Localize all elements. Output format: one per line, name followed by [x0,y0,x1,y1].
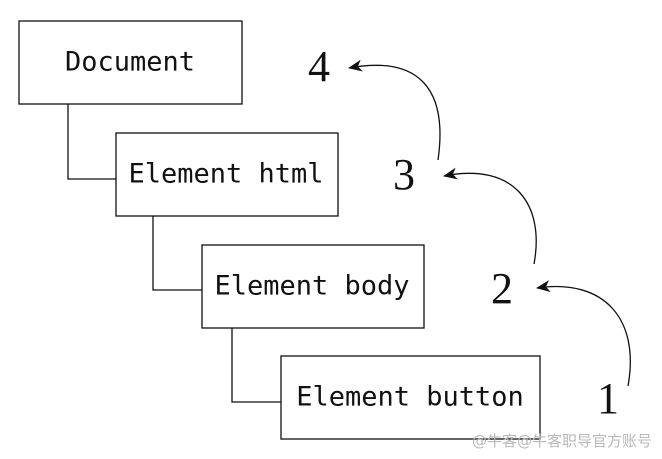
arrow-step-1-to-2 [536,280,631,387]
node-element-html: Element html [115,132,339,217]
watermark-text: @牛客@牛客职导官方账号 [472,432,652,450]
node-element-body: Element body [201,244,425,329]
node-document-label: Document [65,47,195,78]
connector-document-html [67,104,116,180]
step-label-2: 2 [491,264,513,313]
arrow-step-2-to-3 [443,167,537,265]
node-element-body-label: Element body [214,271,409,302]
step-label-4: 4 [308,42,330,91]
node-element-html-label: Element html [128,159,323,190]
step-label-1: 1 [597,374,619,423]
step-label-3: 3 [393,150,415,199]
tree-connectors [67,104,281,403]
arrow-step-3-to-4 [348,59,441,161]
connector-html-body [152,216,202,291]
connector-body-button [231,328,281,403]
node-document: Document [18,20,243,105]
node-element-button-label: Element button [296,382,524,413]
node-element-button: Element button [280,355,541,440]
propagation-arrows [348,59,631,387]
